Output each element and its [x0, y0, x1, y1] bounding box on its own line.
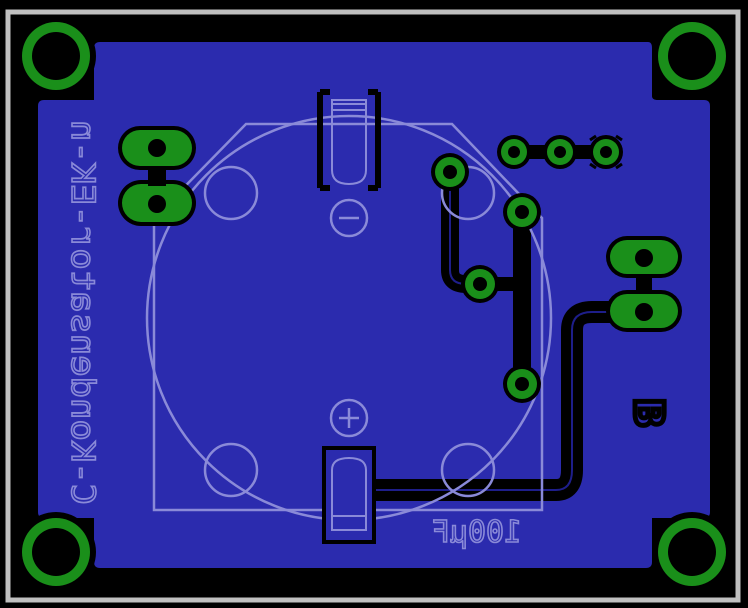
capacitor-pad-minus — [317, 89, 381, 191]
right-connector-pads — [606, 236, 682, 332]
mounting-hole-bottom-left — [16, 512, 96, 592]
board-letter-mark: B — [625, 398, 671, 429]
capacitor-value-label: 100µF — [432, 515, 522, 550]
board-outline — [5, 9, 741, 603]
mounting-hole-top-right — [652, 16, 732, 96]
capacitor-pad-plus — [322, 446, 376, 544]
round-pads — [431, 134, 623, 403]
mounting-hole-bottom-right — [652, 512, 732, 592]
mounting-hole-top-left — [16, 16, 96, 96]
left-connector-pads — [118, 126, 196, 226]
rotated-silk-label: C-Kondensator-EK-n — [64, 120, 102, 505]
